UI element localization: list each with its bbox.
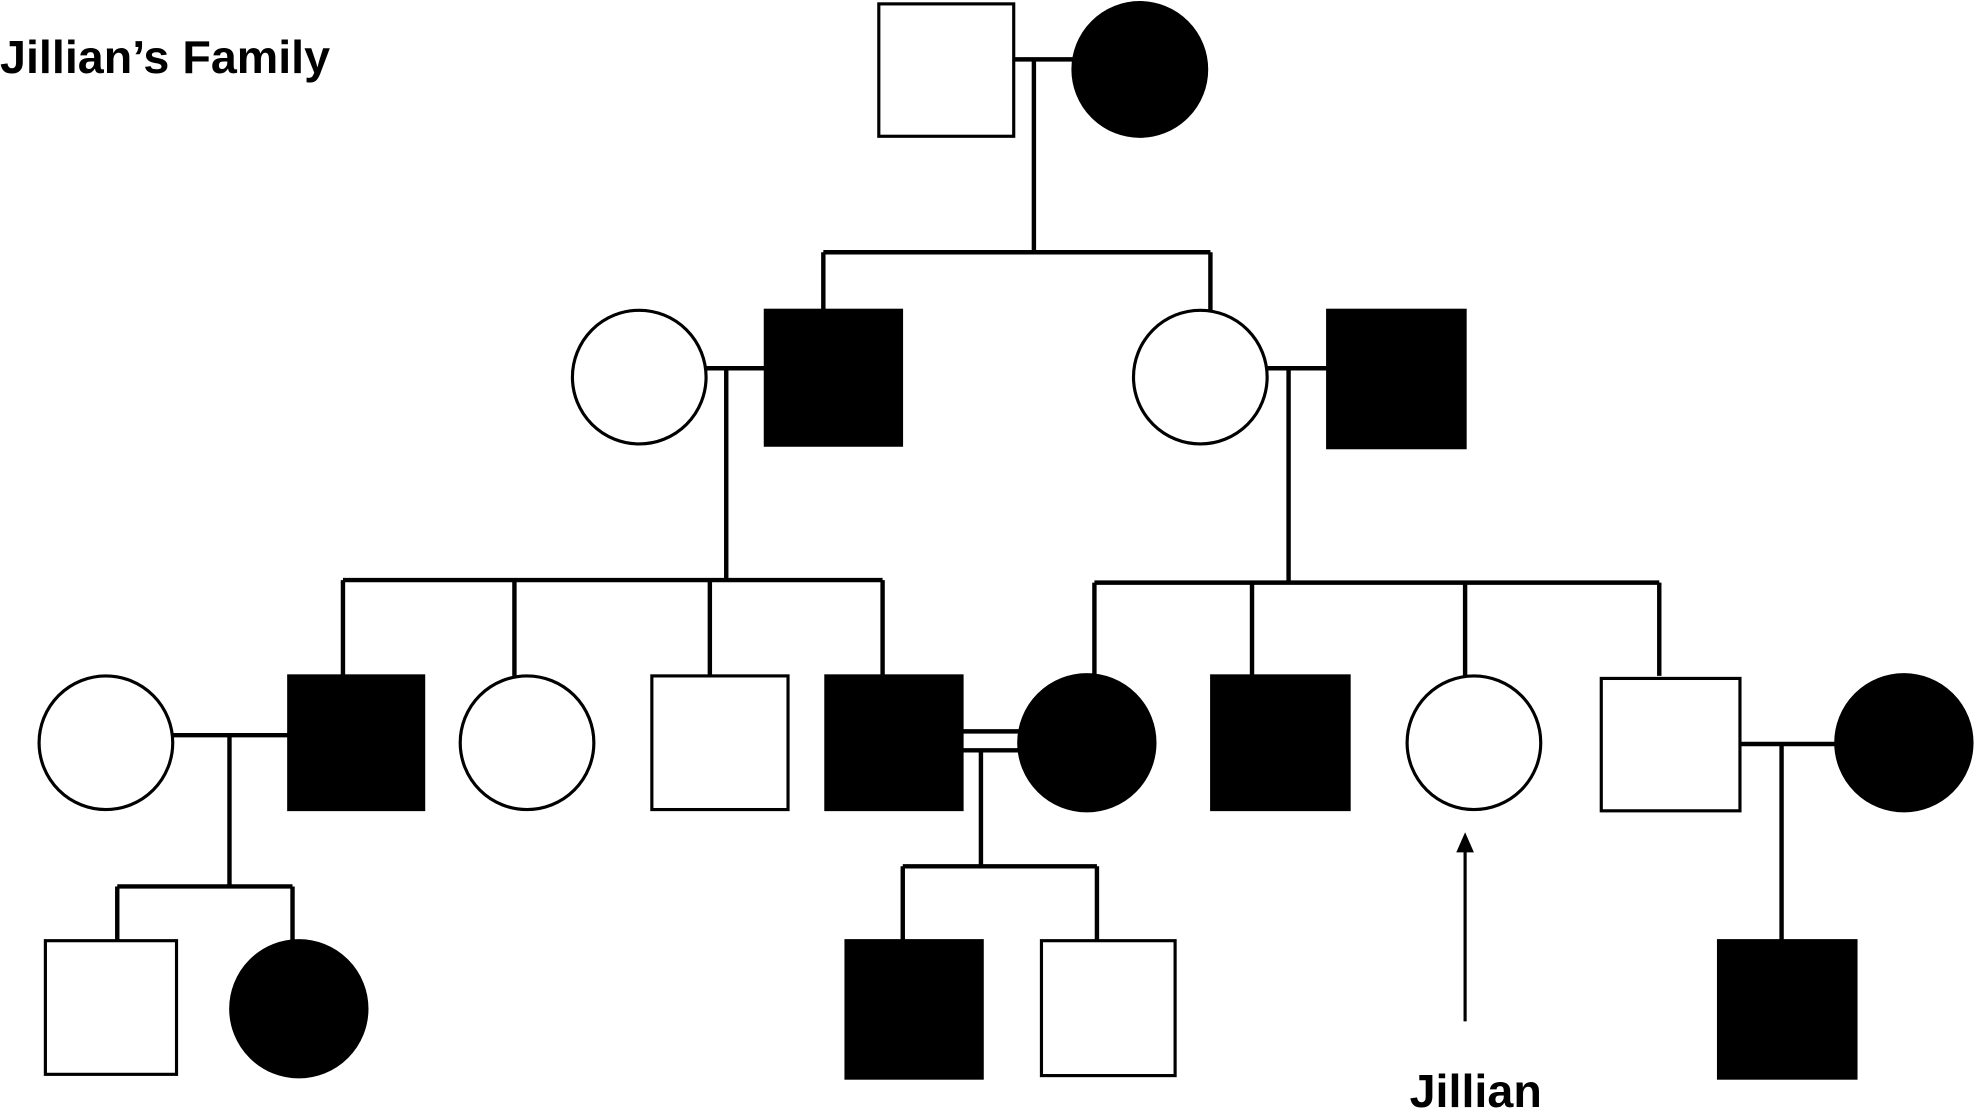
g2-husband-right [1326, 308, 1467, 450]
g3-sib-2 [1210, 674, 1351, 812]
g2-daughter [1131, 308, 1269, 446]
g3-jillian [1405, 674, 1543, 812]
g4-child-4 [1039, 939, 1177, 1078]
g3-cousin-1 [287, 674, 426, 812]
g3-cousin-4 [824, 674, 964, 812]
g3-wife-far-left [37, 674, 175, 812]
g3-sib-4 [1599, 676, 1742, 813]
g3-sib-1 [1017, 673, 1157, 813]
g2-son [763, 308, 904, 447]
g2-wife-left [570, 308, 708, 446]
proband-arrow-icon [1456, 832, 1474, 1022]
g4-child-1 [43, 939, 179, 1076]
g1-father [877, 2, 1016, 138]
proband-label: Jillian [1410, 1065, 1542, 1111]
g3-wife-far-right [1834, 673, 1974, 813]
g1-mother [1071, 1, 1209, 138]
pedigree-lines [115, 57, 1838, 941]
diagram-title: Jillian’s Family [0, 31, 330, 83]
g4-child-3 [844, 939, 984, 1080]
g4-child-5 [1716, 939, 1858, 1080]
g4-child-2 [229, 939, 369, 1079]
g3-cousin-2 [458, 674, 596, 812]
g3-cousin-3 [650, 674, 790, 812]
